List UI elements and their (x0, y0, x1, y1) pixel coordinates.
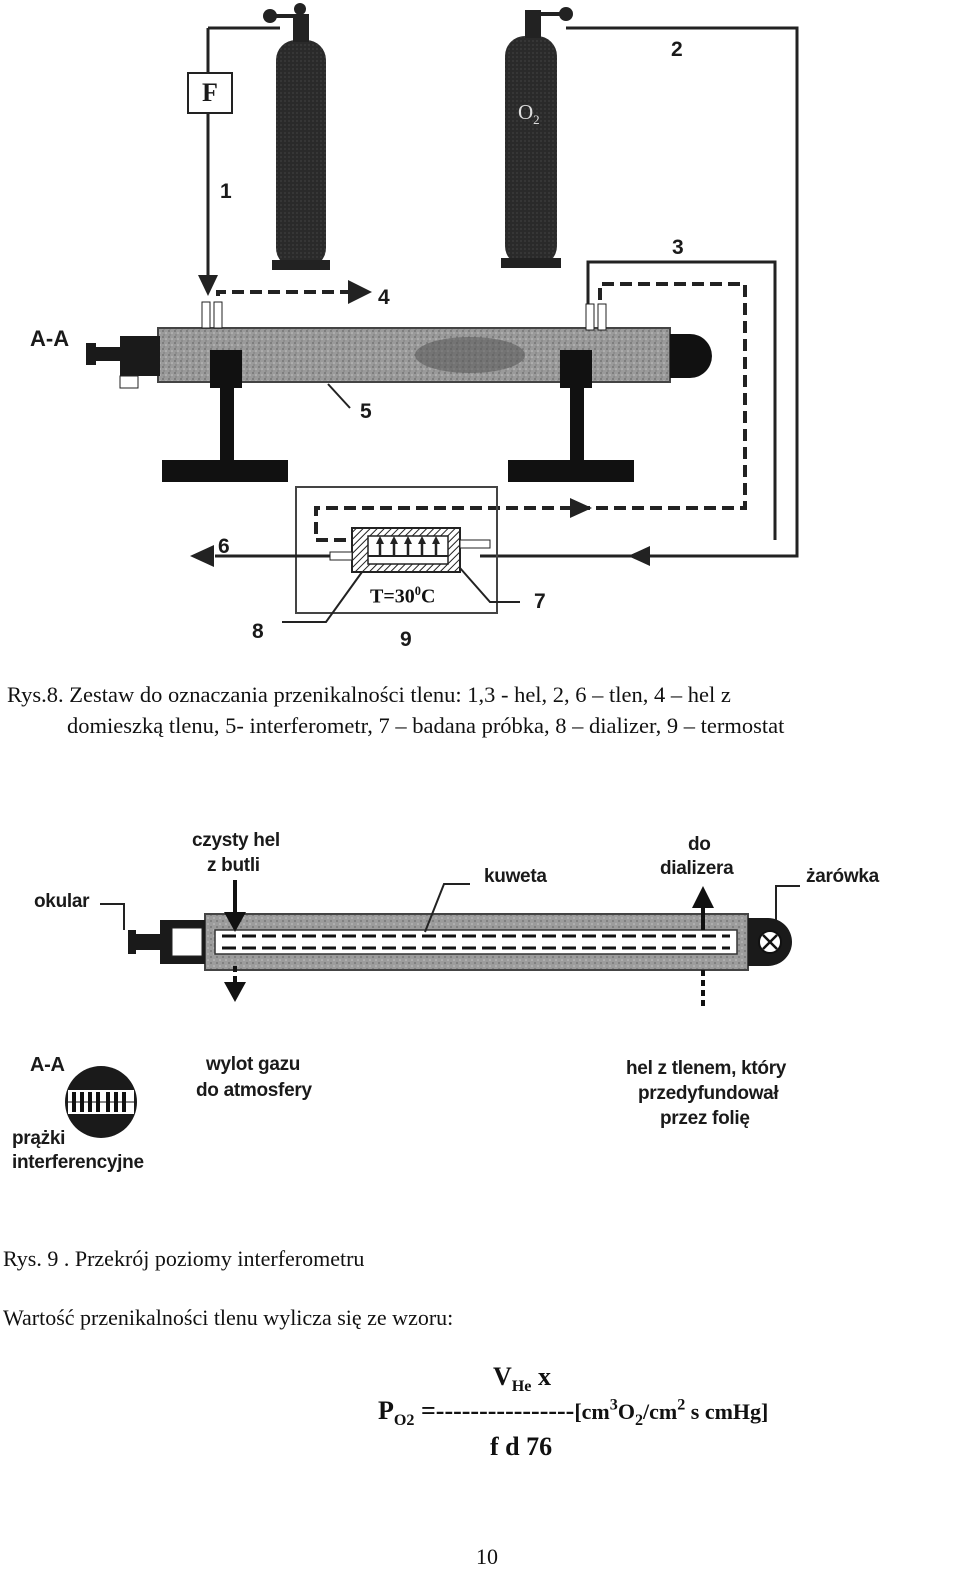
tube-stands (162, 350, 634, 482)
label-do-atmosfery: do atmosfery (196, 1080, 312, 1101)
formula-unit-cm: /cm (643, 1399, 678, 1424)
formula-numerator: VHe x (493, 1362, 551, 1396)
num-2: 2 (671, 38, 683, 61)
formula-v: V (493, 1362, 512, 1391)
num-8: 8 (252, 620, 264, 643)
thermostat-box (295, 486, 498, 614)
label-okular: okular (34, 891, 90, 912)
formula-unit-o: O (617, 1399, 635, 1424)
num-4: 4 (378, 286, 390, 309)
inlet-arrow (224, 912, 246, 932)
num-9: 9 (400, 628, 412, 651)
formula-v-sub: He (511, 1378, 532, 1396)
caption-fig8-line2: domieszką tlenu, 5- interferometr, 7 – b… (67, 713, 785, 738)
to-dialyzer-arrow (692, 886, 714, 908)
formula-unit-sub2: 2 (634, 1412, 644, 1430)
interferometer-tube (86, 301, 712, 389)
cylinder-o2-label: O2 (518, 100, 540, 128)
formula-x: x (531, 1362, 551, 1391)
pipe-4 (216, 290, 350, 296)
dialyzer (329, 527, 491, 573)
formula-unit-sup2: 2 (677, 1396, 686, 1414)
temp-main: T=30 (370, 585, 415, 608)
o2-sub: 2 (533, 112, 540, 128)
pipe-1-arrow (198, 275, 218, 296)
num-7: 7 (534, 590, 546, 613)
temp-unit: C (420, 585, 436, 608)
formula-p: P (378, 1396, 394, 1425)
label-aa-fig8: A-A (30, 326, 70, 351)
pipe-3 (586, 260, 777, 540)
formula-unit-open: [cm (574, 1399, 610, 1424)
label-aa-fig9: A-A (30, 1054, 65, 1076)
label-kuweta: kuweta (484, 866, 547, 887)
formula-p-sub: O2 (393, 1412, 415, 1430)
pipe-3-return (314, 282, 747, 542)
o2-text: O (518, 100, 534, 124)
box-f: F (187, 72, 233, 114)
figure-8-diagram (86, 3, 799, 623)
num-1: 1 (220, 180, 232, 203)
label-hel-z-tlenem: hel z tlenem, który (626, 1058, 787, 1079)
formula-intro: Wartość przenikalności tlenu wylicza się… (3, 1305, 454, 1330)
label-przedyfundowal: przedyfundował (638, 1083, 779, 1104)
temperature-label: T=300C (370, 584, 435, 609)
oxygen-cylinder (501, 7, 573, 268)
helium-cylinder (263, 3, 330, 270)
figure-9-diagram (65, 880, 800, 1138)
formula-unit-sup3: 3 (609, 1396, 618, 1414)
page-number: 10 (476, 1544, 498, 1569)
kuweta-tube (128, 913, 792, 971)
num-5: 5 (360, 400, 372, 423)
label-do: do (688, 834, 711, 855)
num-6: 6 (218, 535, 230, 558)
label-zarowka: żarówka (806, 866, 879, 887)
label-przez-folie: przez folię (660, 1108, 750, 1129)
formula-unit-rest: s cmHg] (685, 1399, 769, 1424)
label-z-butli: z butli (207, 855, 260, 876)
label-wylot-gazu: wylot gazu (206, 1054, 301, 1075)
caption-fig9: Rys. 9 . Przekrój poziomy interferometru (3, 1246, 365, 1271)
label-dializera: dializera (660, 858, 734, 879)
caption-fig8-line1: Rys.8. Zestaw do oznaczania przenikalnoś… (7, 682, 731, 707)
formula-dashes: =---------------- (414, 1396, 575, 1425)
temp-sup: 0 (414, 584, 421, 598)
outlet-arrow (224, 982, 246, 1002)
formula-denominator: f d 76 (490, 1432, 553, 1461)
label-czysty-hel: czysty hel (192, 830, 280, 851)
formula-main-line: PO2 =----------------[cm3O2/cm2 s cmHg] (378, 1396, 768, 1430)
box-f-label: F (202, 78, 218, 107)
num-3: 3 (672, 236, 684, 259)
label-prazki: prążki (12, 1128, 66, 1149)
interference-fringes-disc (65, 1066, 137, 1138)
label-interferencyjne: interferencyjne (12, 1152, 144, 1173)
